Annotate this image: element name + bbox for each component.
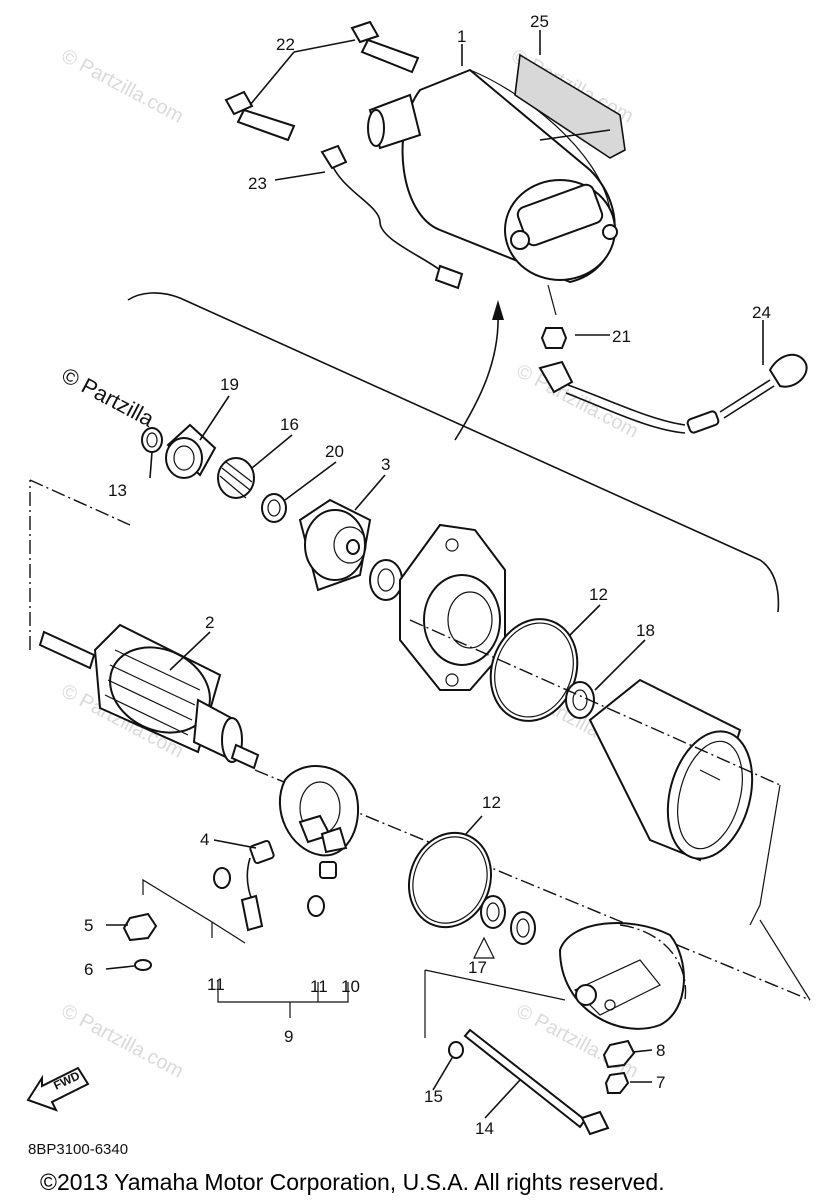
label-24: 24 <box>752 303 771 322</box>
label-21: 21 <box>612 327 631 346</box>
diagram-code: 8BP3100-6340 <box>28 1141 128 1158</box>
terminal-block <box>516 183 604 247</box>
label-11a: 11 <box>207 975 225 994</box>
label-14: 14 <box>475 1119 494 1138</box>
brush-10 <box>319 861 337 879</box>
label-17: 17 <box>468 958 487 977</box>
lead-wire-23-terminal-a <box>320 144 348 170</box>
watermark: © Partzilla.com <box>513 360 642 443</box>
label-8: 8 <box>656 1041 665 1060</box>
label-10: 10 <box>341 977 360 996</box>
label-19: 19 <box>220 375 239 394</box>
o-ring-12-lower <box>407 831 493 929</box>
armature-2 <box>38 623 260 770</box>
nut-8 <box>602 1039 636 1069</box>
clutch-3 <box>298 498 372 592</box>
label-2: 2 <box>205 613 214 632</box>
label-13: 13 <box>108 481 127 500</box>
label-6: 6 <box>84 960 93 979</box>
label-16: 16 <box>280 415 299 434</box>
part-labels: 1 25 22 23 21 24 19 16 20 3 13 12 18 2 1… <box>84 12 771 1138</box>
lead-wire-23 <box>329 159 441 271</box>
washer-17b <box>510 911 536 945</box>
leader-lines <box>105 30 764 1119</box>
label-25: 25 <box>530 12 549 31</box>
label-12-upper: 12 <box>589 585 608 604</box>
washer-17a <box>480 895 506 929</box>
spring-16 <box>217 457 255 499</box>
starter-cable-24 <box>538 354 808 434</box>
brush-4 <box>240 839 275 932</box>
fwd-arrow: FWD <box>26 1066 90 1112</box>
yoke <box>588 678 754 862</box>
label-15: 15 <box>424 1087 443 1106</box>
watermark-dark: © Partzilla <box>58 362 159 432</box>
spring-clip-11b <box>307 895 325 917</box>
brush-plate-9 <box>279 765 360 857</box>
o-ring-15 <box>448 1041 464 1059</box>
lead-wire-23-terminal-b <box>434 264 464 290</box>
label-9: 9 <box>284 1027 293 1046</box>
label-5: 5 <box>84 916 93 935</box>
label-3: 3 <box>381 455 390 474</box>
label-18: 18 <box>636 621 655 640</box>
watermark: © Partzilla.com <box>58 45 187 128</box>
label-11b: 11 <box>310 977 328 996</box>
nut-7 <box>604 1071 630 1094</box>
label-22: 22 <box>276 35 295 54</box>
label-1: 1 <box>457 27 466 46</box>
washer-20 <box>261 493 287 523</box>
collar-19 <box>165 423 217 479</box>
exploded-bracket <box>127 292 780 613</box>
washer-6 <box>134 959 152 971</box>
label-7: 7 <box>656 1073 665 1092</box>
label-23: 23 <box>248 174 267 193</box>
front-cover <box>399 523 506 691</box>
assembly-arrow-head <box>492 300 504 320</box>
starter-motor-assembly <box>224 20 626 316</box>
through-bolt-14 <box>463 1028 610 1136</box>
bolt-22-a <box>350 20 420 74</box>
rear-cover <box>558 922 687 1030</box>
clip-13 <box>141 427 163 453</box>
assembly-arrow <box>454 311 499 441</box>
bolt-22-b <box>224 90 296 142</box>
copyright-notice: ©2013 Yamaha Motor Corporation, U.S.A. A… <box>40 1169 665 1195</box>
axis-line-upper <box>29 479 781 786</box>
label-12-lower: 12 <box>482 793 501 812</box>
spring-clip-11a <box>213 867 231 889</box>
washer-18 <box>565 681 595 719</box>
label-20: 20 <box>325 442 344 461</box>
label-4: 4 <box>200 830 209 849</box>
washer-3b <box>369 559 403 601</box>
nut-5 <box>122 912 158 942</box>
nut-21 <box>540 327 568 349</box>
